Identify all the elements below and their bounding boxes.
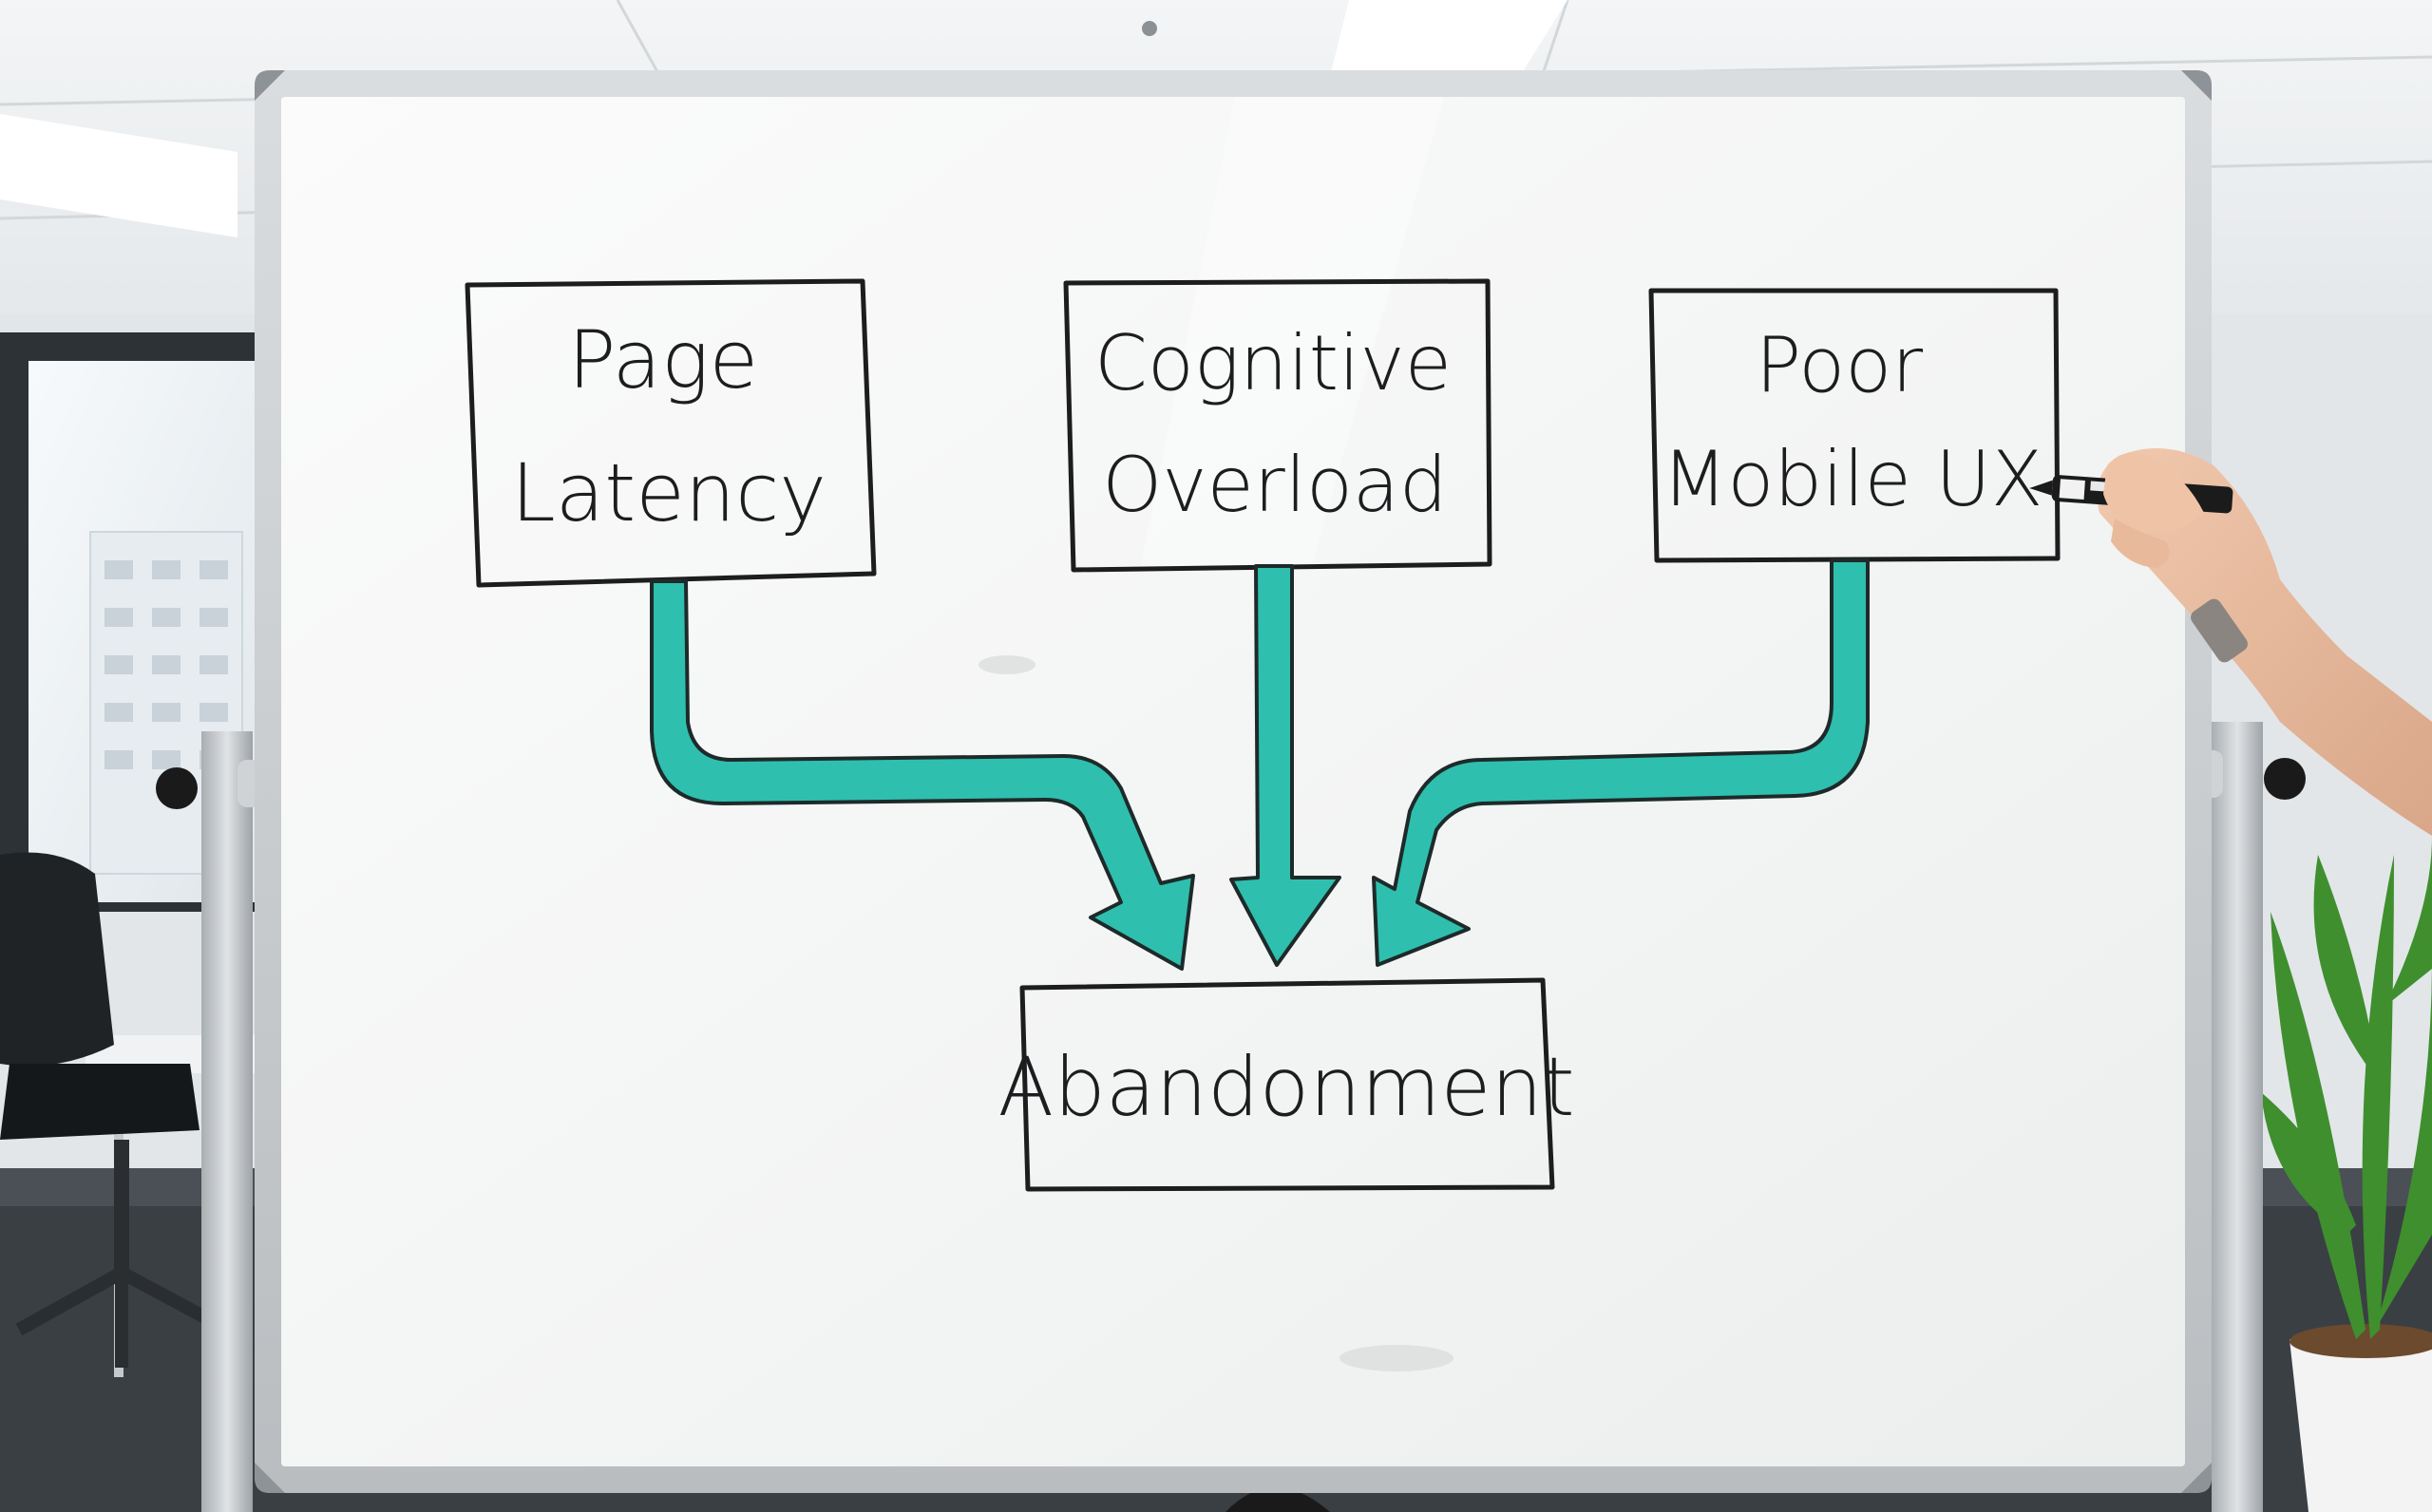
whiteboard-surface: [281, 97, 2185, 1466]
box-poor-mobile-ux: [1648, 288, 2061, 563]
arrow-page-latency: [650, 579, 1195, 971]
box-page-latency: [465, 278, 877, 588]
potted-plant: [2261, 836, 2432, 1512]
arrow-cognitive-overload: [1229, 564, 1341, 967]
whiteboard-stand: [156, 722, 2306, 1512]
frame-corner-caps: [255, 70, 2212, 1493]
cognitive-overload-line2: Overload: [1102, 441, 1447, 529]
poor-mobile-ux-line1: Poor: [1756, 321, 1923, 409]
ceiling-light-left: [0, 114, 238, 237]
cognitive-overload-line1: Cognitive: [1094, 319, 1452, 407]
ceiling-light-center: [1330, 0, 1568, 76]
abandonment-label: Abandonment: [998, 1040, 1574, 1135]
board-reflection: [1140, 97, 1444, 570]
hand-with-marker: [2029, 448, 2432, 836]
poor-mobile-ux-line2: Mobile UX: [1662, 435, 2042, 523]
page-latency-line1: Page: [568, 313, 758, 406]
ceiling-sprinkler: [1142, 21, 1157, 36]
arrow-poor-mobile-ux: [1372, 558, 1870, 967]
page-latency-line2: Latency: [511, 446, 826, 539]
box-cognitive-overload: [1063, 278, 1492, 573]
board-smudges: [978, 655, 1454, 1371]
box-abandonment: [1019, 977, 1555, 1192]
